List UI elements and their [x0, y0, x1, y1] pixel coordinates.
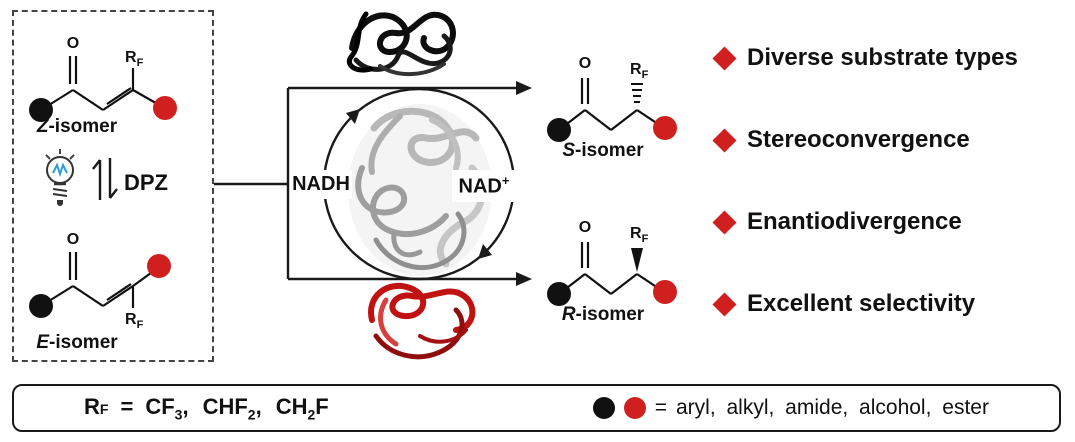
feature-text: Diverse substrate types [747, 44, 1018, 71]
rf-value: CF3, [145, 393, 189, 423]
carbonyl-oxygen-label: O [67, 231, 79, 248]
hashed-stereo-bond [631, 83, 643, 103]
black-substituent-ball [29, 98, 53, 122]
wedge-stereo-bond [631, 248, 643, 272]
diamond-bullet-icon [712, 209, 737, 235]
feature-item: Stereoconvergence [712, 125, 970, 155]
rf-substituent-label: RF [125, 311, 144, 331]
reaction-arrows [214, 86, 518, 281]
photoisomerization-group [45, 149, 118, 206]
enzyme-structure-red-icon [368, 283, 476, 360]
nadh-label: NADH [290, 170, 352, 199]
black-substituent-ball [547, 282, 571, 306]
carbonyl-oxygen-label: O [579, 55, 591, 72]
rf-substituent-label: RF [630, 61, 649, 81]
feature-text: Stereoconvergence [747, 126, 970, 153]
rf-substituent-label: RF [630, 225, 649, 245]
black-ball-icon [592, 397, 615, 419]
red-substituent-ball [153, 96, 177, 120]
equilibrium-arrows-icon [92, 158, 118, 200]
carbonyl-oxygen-label: O [579, 219, 591, 236]
light-bulb-icon [45, 149, 75, 206]
red-substituent-ball [653, 280, 677, 304]
legend-equals: = [654, 396, 667, 419]
rf-value: CHF2, [202, 393, 262, 423]
feature-item: Enantiodivergence [712, 207, 962, 237]
black-substituent-ball [29, 294, 53, 318]
feature-item: Excellent selectivity [712, 289, 976, 319]
e-isomer-label: E-isomer [36, 332, 118, 353]
red-substituent-ball [147, 254, 171, 278]
z-isomer-structure: O RF [29, 35, 177, 122]
substrate-panel [12, 10, 214, 362]
diamond-bullet-icon [712, 127, 737, 153]
e-isomer-structure: O RF [29, 231, 171, 331]
cycle-arrowhead-upper [346, 109, 360, 124]
feature-item: Diverse substrate types [712, 43, 1018, 73]
rf-substituent-label: RF [125, 49, 144, 69]
nad-plus-label: NAD+ [452, 170, 516, 202]
rf-value: CH2F [275, 393, 329, 423]
feature-text: Enantiodivergence [747, 208, 962, 235]
arrowhead-bottom [516, 272, 532, 286]
substituent-legend: = aryl, alkyl, amide, alcohol, ester [592, 396, 989, 420]
arrowhead-top [516, 81, 532, 95]
diamond-bullet-icon [712, 291, 737, 317]
r-isomer-structure: O RF [547, 219, 677, 306]
cycle-arrowhead-lower [478, 244, 492, 259]
black-substituent-ball [547, 118, 571, 142]
enzyme-structure-gray-icon [348, 104, 492, 276]
diamond-bullet-icon [712, 45, 737, 71]
r-isomer-label: R-isomer [561, 304, 645, 325]
s-isomer-structure: O RF [547, 55, 677, 142]
z-isomer-label: Z-isomer [36, 116, 118, 137]
substituent-groups-text: aryl, alkyl, amide, alcohol, ester [676, 396, 989, 419]
feature-text: Excellent selectivity [747, 290, 976, 317]
enzyme-structure-black-icon [346, 11, 456, 77]
red-substituent-ball [653, 116, 677, 140]
dpz-label: DPZ [124, 170, 168, 195]
carbonyl-oxygen-label: O [67, 35, 79, 52]
red-ball-icon [623, 397, 646, 419]
s-isomer-label: S-isomer [562, 140, 644, 161]
